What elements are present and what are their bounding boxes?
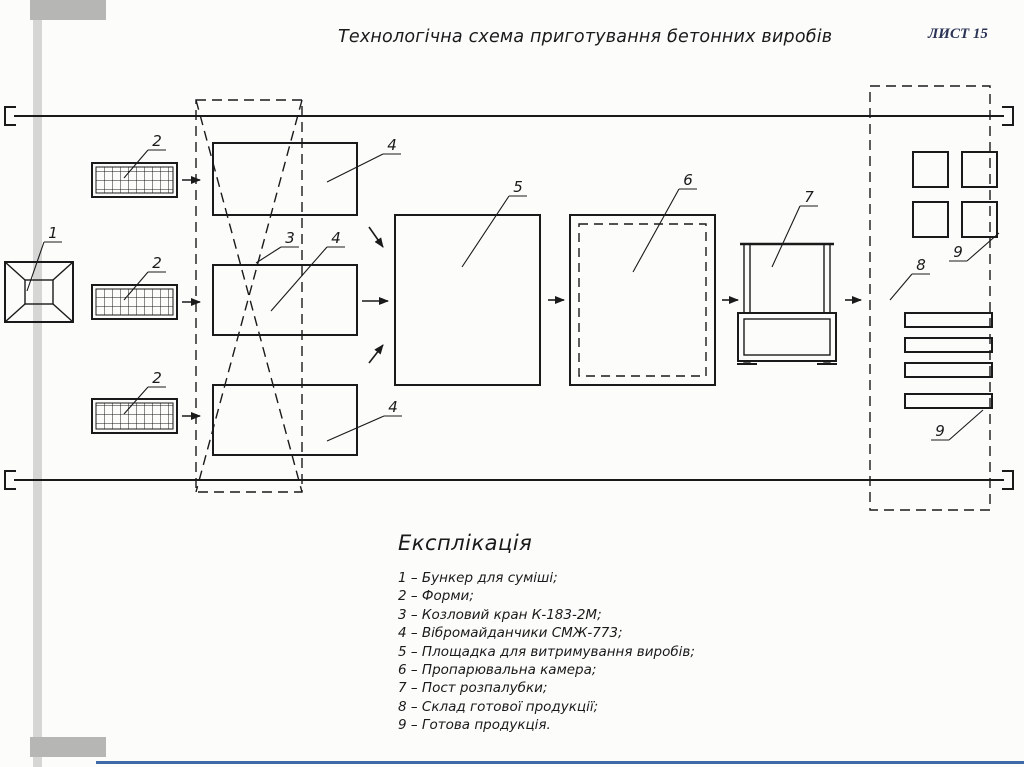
callout-7: 7 xyxy=(771,188,818,268)
legend-item: 5 – Площадка для витримування виробів; xyxy=(398,643,695,660)
callout-1-label: 1 xyxy=(48,224,58,242)
legend-item: 7 – Пост розпалубки; xyxy=(398,680,548,697)
callout-5-label: 5 xyxy=(513,178,523,196)
callout-1: 1 xyxy=(26,224,62,292)
legend-item: 2 – Форми; xyxy=(398,588,474,605)
callout-4-label: 4 xyxy=(387,136,397,154)
legend: Експлікація 1 – Бункер для суміші; 2 – Ф… xyxy=(398,531,818,735)
callout-8-label: 8 xyxy=(916,256,926,274)
callout-2-label: 2 xyxy=(152,132,162,150)
callout-9-label: 9 xyxy=(935,422,945,440)
callouts: 1 2 2 2 3 4 4 xyxy=(26,132,1000,442)
legend-item: 8 – Склад готової продукції; xyxy=(398,698,599,715)
top-left-decoration xyxy=(30,0,106,20)
bottom-accent-line xyxy=(96,761,1024,764)
callout-9-slabs: 9 xyxy=(931,409,984,441)
callout-9-blocks: 9 xyxy=(949,232,1000,262)
callout-3-label: 3 xyxy=(285,229,295,247)
legend-item: 3 – Козловий кран К-183-2М; xyxy=(398,606,602,623)
gantry-crane-zone xyxy=(195,99,303,493)
legend-item: 9 – Готова продукція. xyxy=(398,717,551,734)
callout-4-middle: 4 xyxy=(270,229,345,312)
legend-heading: Експлікація xyxy=(398,531,533,555)
callout-4-label: 4 xyxy=(331,229,341,247)
steaming-chamber xyxy=(569,214,716,386)
demolding-post xyxy=(737,242,837,365)
callout-4-top: 4 xyxy=(326,136,401,183)
callout-2-bottom: 2 xyxy=(123,369,166,415)
sheet-number: ЛИСТ 15 xyxy=(928,26,988,42)
feed-arrows xyxy=(182,176,201,420)
slide-title: Технологічна схема приготування бетонних… xyxy=(338,27,833,47)
callout-6: 6 xyxy=(632,171,697,273)
callout-9-label: 9 xyxy=(953,243,963,261)
form-bottom xyxy=(91,398,178,434)
transfer-arrows xyxy=(362,226,389,364)
bunker xyxy=(4,261,74,323)
finished-products-blocks xyxy=(912,151,998,238)
callout-7-label: 7 xyxy=(804,188,814,206)
legend-item: 6 – Пропарювальна камера; xyxy=(398,662,597,679)
vibration-platform-middle xyxy=(212,264,358,336)
vibration-platform-top xyxy=(212,142,358,216)
legend-item: 4 – Вібромайданчики СМЖ-773; xyxy=(398,625,623,642)
callout-3: 3 xyxy=(255,229,299,264)
vibration-platform-bottom xyxy=(212,384,358,456)
callout-8: 8 xyxy=(889,256,930,301)
crane-rails xyxy=(4,106,1014,490)
form-middle xyxy=(91,284,178,320)
holding-platform xyxy=(394,214,541,386)
callout-2-label: 2 xyxy=(152,254,162,272)
forms xyxy=(91,162,178,434)
legend-item: 1 – Бункер для суміші; xyxy=(398,570,558,586)
callout-4-label: 4 xyxy=(388,398,398,416)
callout-5: 5 xyxy=(461,178,527,268)
callout-2-middle: 2 xyxy=(123,254,166,301)
form-top xyxy=(91,162,178,198)
vibration-platforms xyxy=(212,142,358,456)
left-margin-strip xyxy=(33,0,42,767)
callout-6-label: 6 xyxy=(683,171,693,189)
callout-2-label: 2 xyxy=(152,369,162,387)
callout-4-bottom: 4 xyxy=(326,398,402,442)
finished-products-slabs xyxy=(904,312,993,409)
warehouse-zone xyxy=(869,85,991,511)
bottom-left-decoration xyxy=(30,737,106,757)
callout-2-top: 2 xyxy=(123,132,166,179)
